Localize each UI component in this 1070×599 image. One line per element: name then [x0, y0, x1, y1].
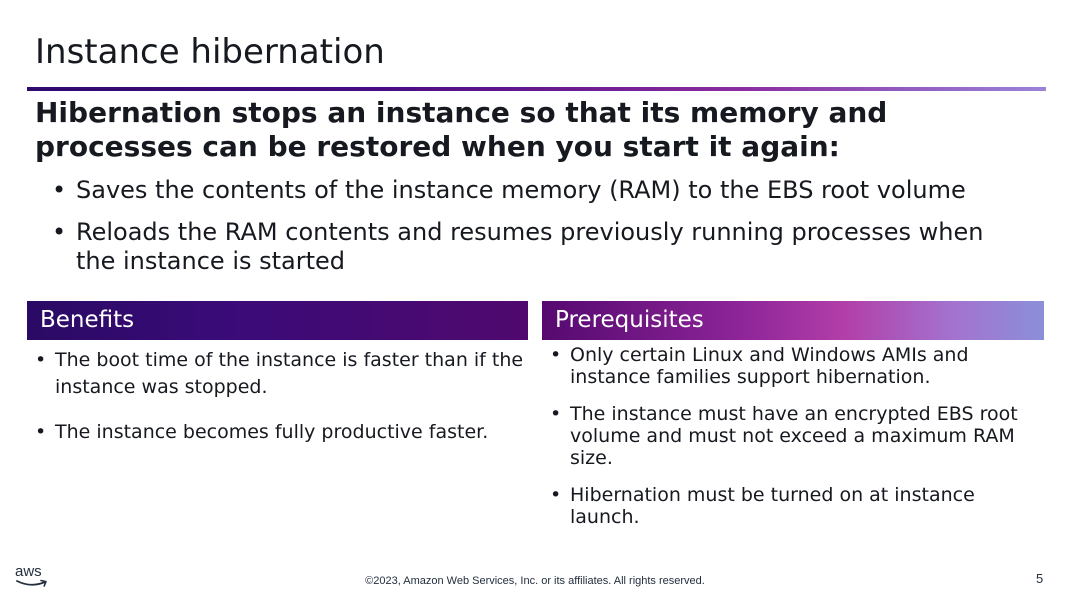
aws-logo-icon: aws: [15, 564, 51, 590]
benefits-item: The instance becomes fully productive fa…: [35, 419, 525, 446]
aws-smile-icon: [16, 579, 47, 587]
benefits-item: The boot time of the instance is faster …: [35, 347, 525, 401]
prerequisites-list: Only certain Linux and Windows AMIs and …: [550, 344, 1035, 543]
slide-title: Instance hibernation: [35, 32, 385, 72]
main-bullet-list: Saves the contents of the instance memor…: [52, 176, 1012, 289]
main-bullet-item: Saves the contents of the instance memor…: [52, 176, 1012, 205]
benefits-header: Benefits: [27, 301, 528, 340]
prerequisites-item: Only certain Linux and Windows AMIs and …: [550, 344, 1035, 388]
prerequisites-item: The instance must have an encrypted EBS …: [550, 403, 1035, 469]
benefits-list: The boot time of the instance is faster …: [35, 347, 525, 464]
main-bullet-item: Reloads the RAM contents and resumes pre…: [52, 218, 1012, 276]
title-divider: [27, 87, 1046, 91]
slide-headline: Hibernation stops an instance so that it…: [35, 96, 888, 163]
copyright-text: ©2023, Amazon Web Services, Inc. or its …: [365, 575, 705, 587]
aws-logo-text: aws: [15, 563, 42, 580]
prerequisites-item: Hibernation must be turned on at instanc…: [550, 484, 1035, 528]
prerequisites-header: Prerequisites: [542, 301, 1044, 340]
page-number: 5: [1036, 571, 1044, 586]
